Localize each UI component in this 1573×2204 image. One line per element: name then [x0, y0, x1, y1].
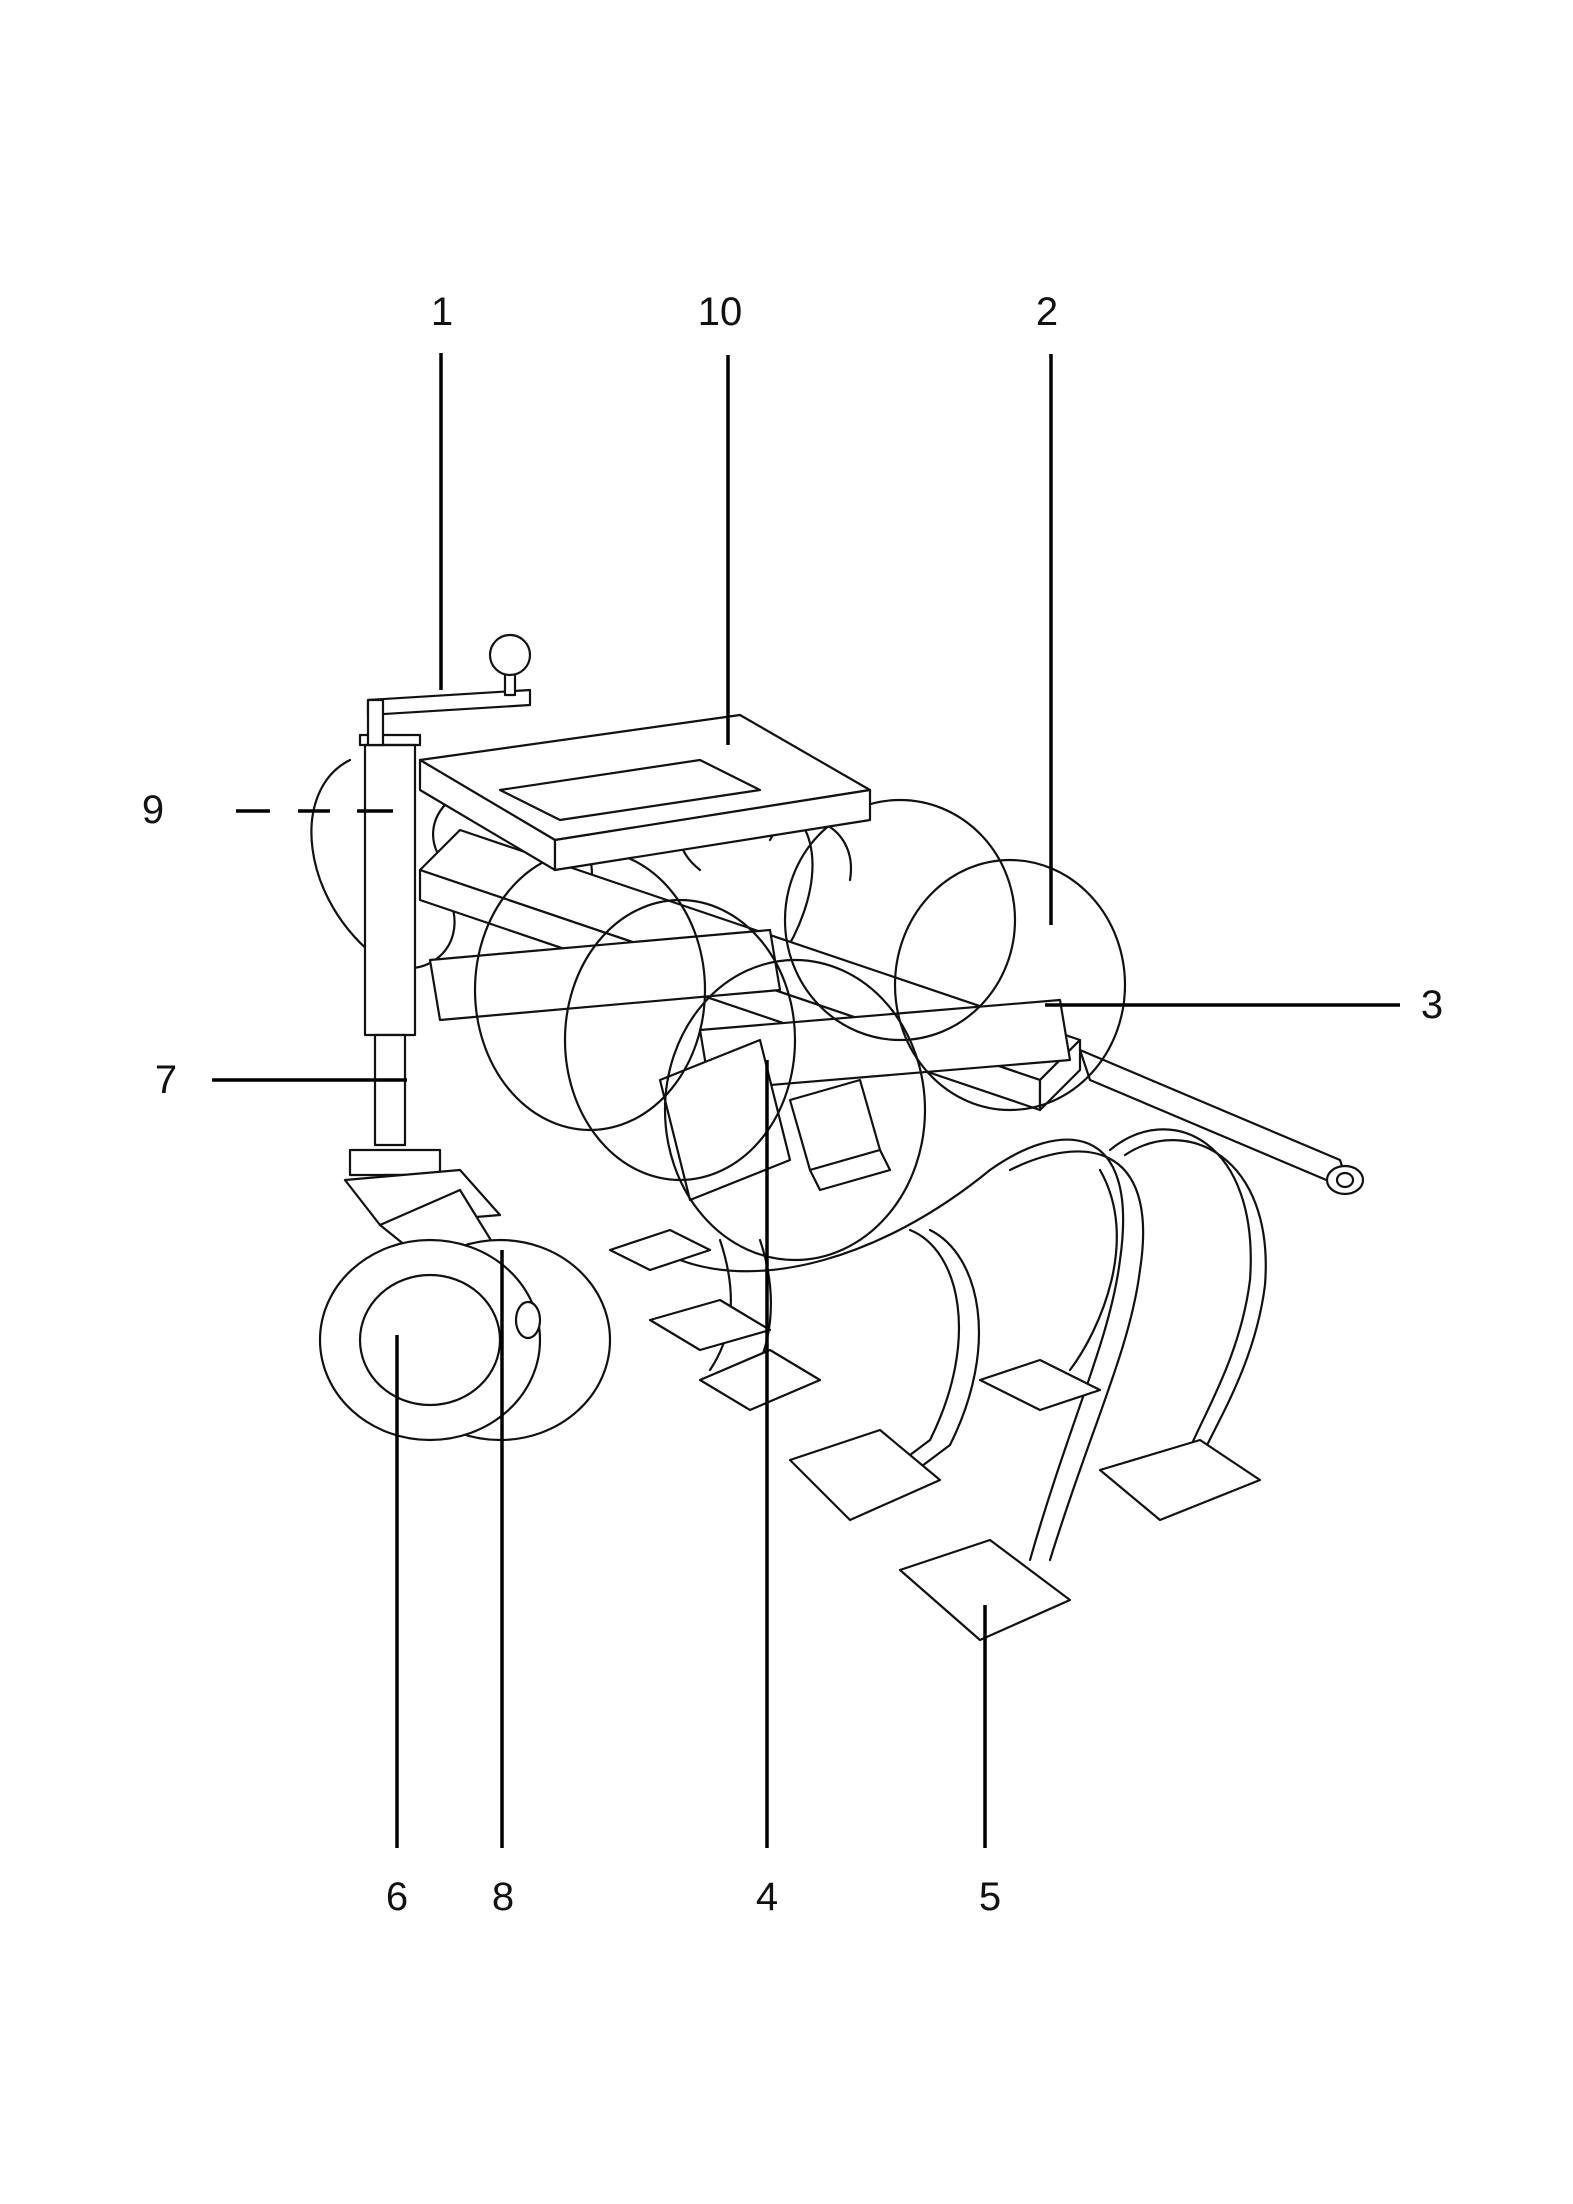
callout-2: 2: [1036, 290, 1058, 334]
tine-clamp: [788, 1078, 892, 1192]
callout-6: 6: [386, 1875, 408, 1919]
tine-shares: [608, 1228, 1262, 1642]
jack-column: [348, 733, 442, 1207]
callout-labels: 1 10 2 3 4 5 6 7 8 9: [142, 290, 1443, 1919]
callout-8: 8: [492, 1875, 514, 1919]
callout-9: 9: [142, 788, 164, 832]
callout-10: 10: [698, 290, 743, 334]
callout-1: 1: [431, 290, 453, 334]
storage-tray: [418, 713, 872, 872]
cultivator-illustration: [310, 633, 1365, 1642]
support-wheel: [318, 1238, 612, 1442]
callout-7: 7: [155, 1058, 177, 1102]
callout-3: 3: [1421, 983, 1443, 1027]
callout-4: 4: [756, 1875, 778, 1919]
cross-beams: [428, 928, 1072, 1202]
rear-drawbar: [1078, 1048, 1365, 1196]
leader-lines: [212, 353, 1400, 1848]
callout-5: 5: [979, 1875, 1001, 1919]
crank-handle: [366, 633, 532, 747]
